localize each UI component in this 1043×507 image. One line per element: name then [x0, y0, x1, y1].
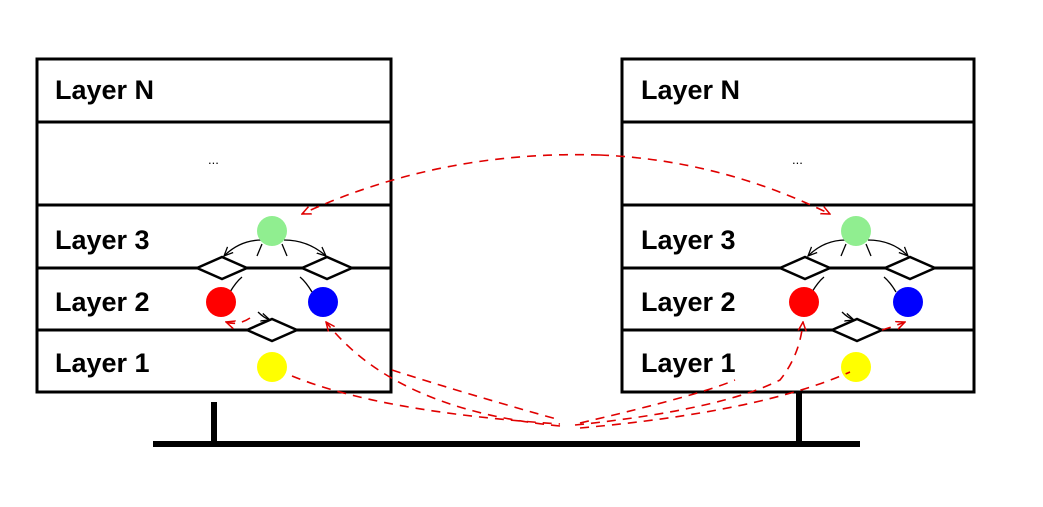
connector-diamond: [298, 255, 356, 281]
peer-link-right-blue: [881, 322, 905, 331]
peer-link-top-right: [599, 154, 830, 214]
network-bus: [153, 392, 860, 447]
stack-left-frame: [35, 57, 393, 394]
yellow-node: [257, 352, 287, 382]
peer-link-right-red: [574, 322, 803, 426]
layer-label-3: Layer 3: [641, 225, 736, 255]
peer-link-left-red: [226, 317, 251, 323]
connector-diamond: [193, 255, 251, 281]
layer-label-2: Layer 2: [641, 287, 736, 317]
inner-arrow: [840, 243, 847, 257]
blue-node: [893, 287, 923, 317]
inner-arrow: [867, 239, 908, 256]
peer-link-right-bus: [579, 379, 736, 424]
connector-diamond: [243, 317, 301, 343]
layer-label-1: Layer 1: [55, 348, 150, 378]
inner-arrow: [283, 239, 326, 256]
green-node: [257, 216, 287, 246]
inner-arrow: [256, 243, 263, 257]
peer-links: [226, 153, 905, 429]
layer-label-1: Layer 1: [641, 348, 736, 378]
inner-arrow: [281, 243, 288, 257]
inner-arrow: [257, 311, 270, 320]
blue-node: [308, 287, 338, 317]
connector-diamond: [881, 255, 939, 281]
peer-link-left-blue: [326, 322, 561, 427]
connector-diamond: [776, 255, 834, 281]
layer-label-3: Layer 3: [55, 225, 150, 255]
layer-label-ellipsis: ...: [792, 152, 803, 167]
inner-arrow: [808, 239, 847, 256]
peer-link-left-bus: [391, 369, 561, 421]
layer-label-2: Layer 2: [55, 287, 150, 317]
inner-arrow: [865, 243, 872, 257]
yellow-node: [841, 352, 871, 382]
inner-arrow: [841, 311, 854, 320]
stack-right-frame: [620, 57, 976, 394]
stack-left: Layer N ... Layer 3 Layer 2 Layer 1: [35, 57, 393, 394]
red-node: [206, 287, 236, 317]
red-node: [789, 287, 819, 317]
layer-label-ellipsis: ...: [208, 152, 219, 167]
layer-label-n: Layer N: [641, 75, 740, 105]
inner-arrow: [224, 239, 263, 256]
peer-link-left-yellow: [291, 375, 561, 425]
layer-label-n: Layer N: [55, 75, 154, 105]
inner-arrow: [883, 276, 897, 293]
stack-right: Layer N ... Layer 3 Layer 2 Layer 1: [620, 57, 976, 394]
green-node: [841, 216, 871, 246]
inner-arrow: [299, 276, 313, 293]
inner-arrow: [229, 276, 243, 293]
